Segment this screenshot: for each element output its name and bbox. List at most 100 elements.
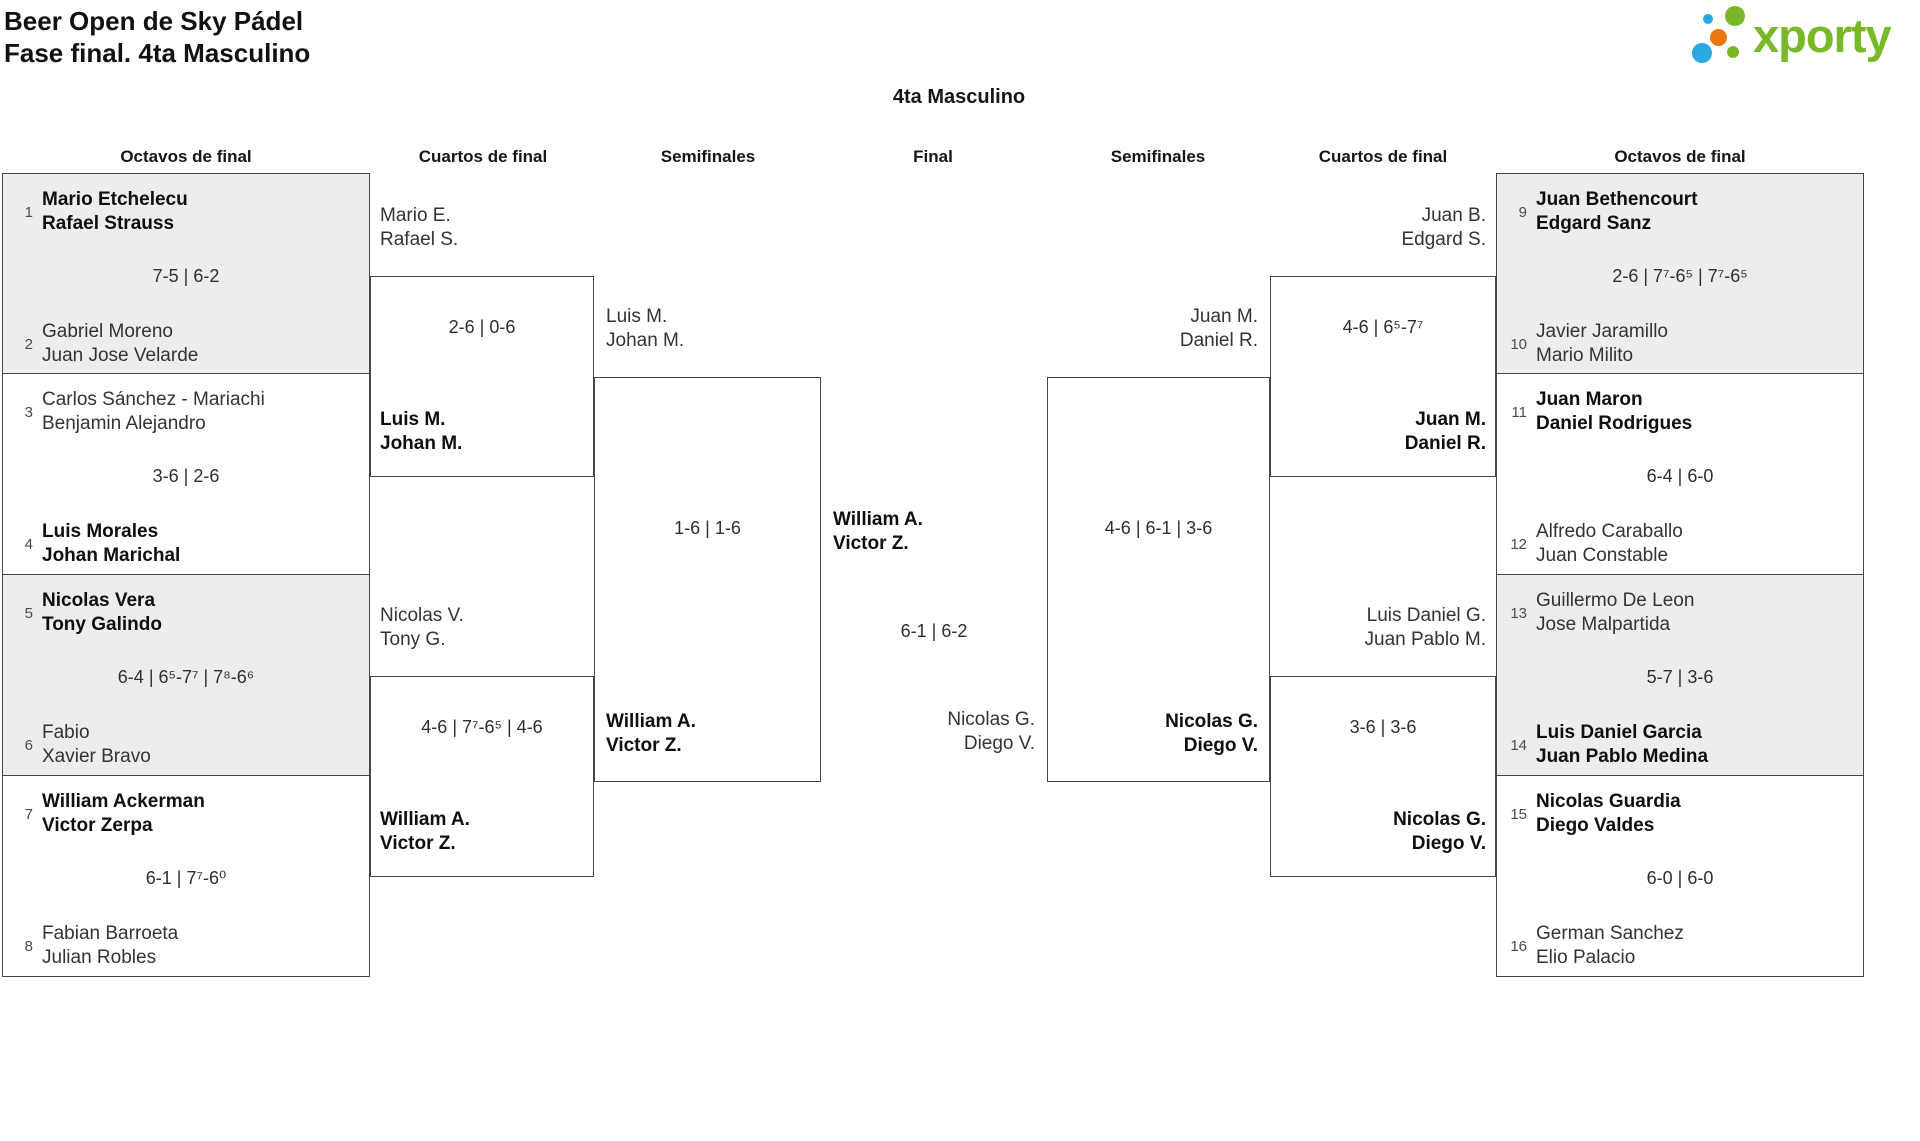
team-names: Luis Daniel Garcia Juan Pablo Medina (1536, 721, 1708, 769)
team-row: 16 German Sanchez Elio Palacio (1505, 922, 1857, 970)
round-header-cuartos-left: Cuartos de final (418, 147, 548, 166)
player-name: Juan Maron (1536, 389, 1643, 410)
seed-number: 15 (1510, 805, 1527, 823)
match-semis-right-box (1047, 377, 1270, 782)
round-header-octavos-right: Octavos de final (1614, 147, 1746, 166)
team-names: Juan Bethencourt Edgard Sanz (1536, 188, 1698, 236)
logo-dot-blue-small (1703, 14, 1713, 24)
team-row: 15 Nicolas Guardia Diego Valdes (1505, 790, 1857, 838)
round-header-semis-right: Semifinales (1110, 147, 1206, 166)
player-name: Elio Palacio (1536, 947, 1636, 968)
player-name: William A. (833, 509, 923, 530)
match-score: 6-4 | 6-0 (1646, 466, 1714, 486)
player-name: Benjamin Alejandro (42, 413, 206, 434)
player-name: Nicolas G. (1165, 711, 1258, 732)
team-names: Guillermo De Leon Jose Malpartida (1536, 589, 1694, 637)
team-names: Juan M. Daniel R. (1405, 408, 1486, 456)
player-name: Tony G. (380, 629, 446, 650)
team-names: Nicolas Vera Tony Galindo (42, 589, 162, 637)
player-name: Edgard Sanz (1536, 213, 1652, 234)
player-name: Fabio (42, 722, 90, 743)
round-header-octavos-left: Octavos de final (120, 147, 252, 166)
match-score: 2-6 | 7⁷-6⁵ | 7⁷-6⁵ (1612, 266, 1748, 286)
match-score: 4-6 | 6⁵-7⁷ (1342, 317, 1424, 337)
team-names: Juan B. Edgard S. (1402, 204, 1487, 252)
team-row: 3 Carlos Sánchez - Mariachi Benjamin Ale… (11, 388, 363, 436)
player-name: Guillermo De Leon (1536, 590, 1695, 611)
player-name: Mario E. (380, 205, 451, 226)
team-row: 8 Fabian Barroeta Julian Robles (11, 922, 363, 970)
player-name: Nicolas Vera (42, 590, 156, 611)
player-name: Daniel R. (1179, 330, 1258, 351)
player-name: Fabian Barroeta (42, 923, 179, 944)
match-octavos-left-2: 3 Carlos Sánchez - Mariachi Benjamin Ale… (2, 373, 370, 575)
seed-number: 16 (1510, 937, 1527, 955)
match-octavos-right-4: 15 Nicolas Guardia Diego Valdes 6-0 | 6-… (1496, 775, 1864, 977)
match-octavos-left-4: 7 William Ackerman Victor Zerpa 6-1 | 7⁷… (2, 775, 370, 977)
player-name: Diego V. (1411, 833, 1486, 854)
team-names: Mario E. Rafael S. (380, 204, 458, 252)
seed-number: 7 (24, 805, 33, 823)
round-header-final: Final (913, 147, 953, 166)
player-name: Luis M. (380, 409, 446, 430)
player-name: Diego Valdes (1536, 815, 1655, 836)
player-name: Victor Z. (606, 735, 682, 756)
match-score: 3-6 | 3-6 (1349, 717, 1417, 737)
match-semis-left-box (594, 377, 821, 782)
team-names: William A. Victor Z. (606, 710, 696, 758)
player-name: Juan B. (1421, 205, 1486, 226)
match-score: 5-7 | 3-6 (1646, 667, 1714, 687)
team-row: 14 Luis Daniel Garcia Juan Pablo Medina (1505, 721, 1857, 769)
team-names: Nicolas V. Tony G. (380, 604, 464, 652)
match-score: 3-6 | 2-6 (152, 466, 220, 486)
team-names: Nicolas G. Diego V. (1393, 808, 1486, 856)
team-names: Nicolas G. Diego V. (947, 708, 1035, 756)
match-octavos-right-2: 11 Juan Maron Daniel Rodrigues 6-4 | 6-0… (1496, 373, 1864, 575)
seed-number: 14 (1510, 736, 1527, 754)
team-names: Carlos Sánchez - Mariachi Benjamin Aleja… (42, 388, 265, 436)
team-names: William Ackerman Victor Zerpa (42, 790, 205, 838)
match-score: 6-0 | 6-0 (1646, 868, 1714, 888)
player-name: Diego V. (1183, 735, 1258, 756)
team-names: Luis M. Johan M. (380, 408, 462, 456)
team-names: Juan M. Daniel R. (1180, 305, 1258, 353)
seed-number: 5 (24, 604, 33, 622)
player-name: Nicolas G. (947, 709, 1035, 730)
seed-number: 2 (24, 335, 33, 353)
team-row: 1 Mario Etchelecu Rafael Strauss (11, 188, 363, 236)
match-octavos-left-1: 1 Mario Etchelecu Rafael Strauss 7-5 | 6… (2, 173, 370, 374)
player-name: Mario Etchelecu (42, 189, 188, 210)
match-cuartos-left-2-box (370, 676, 594, 877)
player-name: Johan M. (606, 330, 685, 351)
player-name: Daniel Rodrigues (1536, 413, 1693, 434)
player-name: Julian Robles (42, 947, 157, 968)
seed-number: 9 (1518, 203, 1527, 221)
player-name: William A. (606, 711, 696, 732)
player-name: Luis Morales (42, 521, 159, 542)
round-header-cuartos-right: Cuartos de final (1318, 147, 1448, 166)
match-cuartos-right-2-box (1270, 676, 1496, 877)
seed-number: 10 (1510, 335, 1527, 353)
team-names: Luis Daniel G. Juan Pablo M. (1365, 604, 1486, 652)
xporty-logo[interactable]: xporty (1685, 4, 1915, 76)
logo-dot-green-small (1727, 46, 1739, 58)
player-name: Diego V. (963, 733, 1035, 754)
match-score: 4-6 | 7⁷-6⁵ | 4-6 (421, 717, 543, 737)
seed-number: 4 (24, 535, 33, 553)
player-name: Juan M. (1415, 409, 1486, 430)
player-name: William Ackerman (42, 791, 205, 812)
player-name: Jose Malpartida (1536, 614, 1671, 635)
match-cuartos-right-1-box (1270, 276, 1496, 477)
player-name: Luis Daniel G. (1366, 605, 1486, 626)
player-name: William A. (380, 809, 470, 830)
team-row: 4 Luis Morales Johan Marichal (11, 520, 363, 568)
team-names: William A. Victor Z. (833, 508, 923, 556)
team-names: German Sanchez Elio Palacio (1536, 922, 1684, 970)
team-names: Gabriel Moreno Juan Jose Velarde (42, 320, 198, 368)
match-octavos-left-3: 5 Nicolas Vera Tony Galindo 6-4 | 6⁵-7⁷ … (2, 574, 370, 776)
team-row: 7 William Ackerman Victor Zerpa (11, 790, 363, 838)
player-name: Gabriel Moreno (42, 321, 173, 342)
player-name: Alfredo Caraballo (1536, 521, 1683, 542)
player-name: Xavier Bravo (42, 746, 151, 767)
team-names: Luis Morales Johan Marichal (42, 520, 180, 568)
